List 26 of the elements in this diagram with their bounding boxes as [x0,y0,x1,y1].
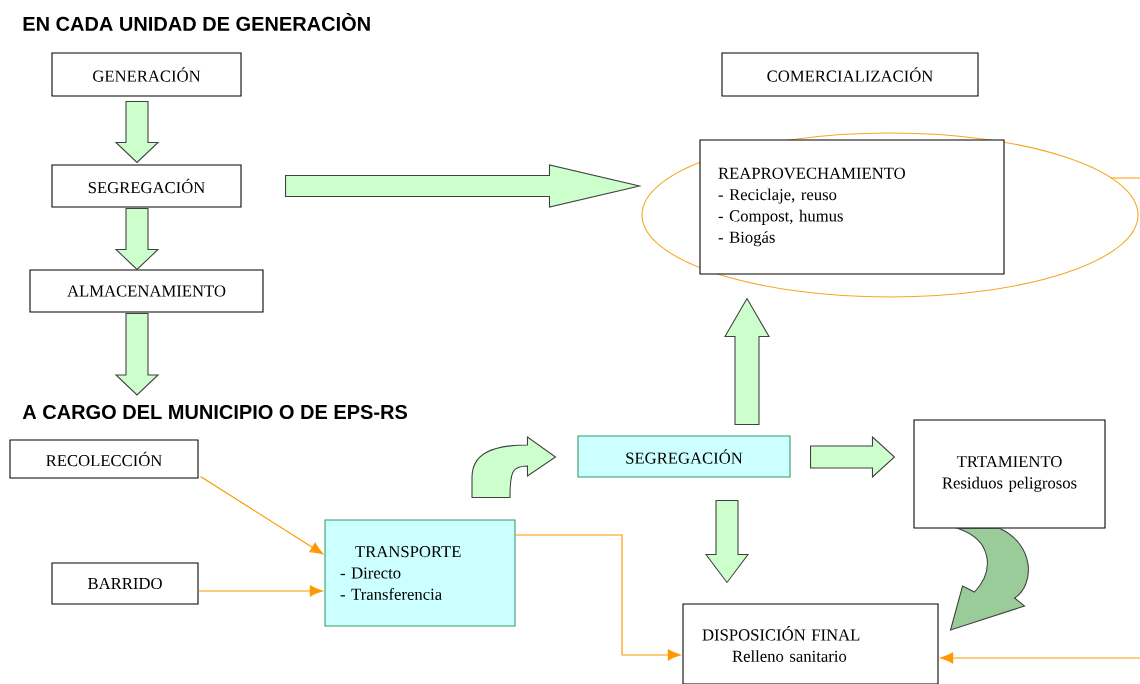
curved-block-arrow [471,436,556,498]
connector-line [940,652,1140,664]
process-box: RECOLECCIÓN [9,439,199,479]
connector-line [1110,177,1140,179]
process-box: COMERCIALIZACIÓN [721,52,979,97]
process-box: TRANSPORTE - Directo - Transferencia [324,519,516,627]
process-box: SEGREGACIÓN [577,435,791,478]
title: EN CADA UNIDAD DE GENERACIÒN [23,13,370,31]
block-arrow [285,164,642,208]
connector-line [199,475,324,555]
block-arrow [810,435,896,479]
block-arrow [114,208,160,271]
process-box: SEGREGACIÓN [51,164,242,208]
curved-block-arrow [950,528,1029,631]
block-arrow [724,297,770,425]
process-box: ALMACENAMIENTO [29,269,264,313]
connector-line [197,585,323,597]
process-box: GENERACIÓN [51,52,242,97]
block-arrow [114,101,160,164]
process-box: TRTAMIENTO Residuos peligrosos [913,419,1106,529]
process-box: DISPOSICIÓN FINAL Relleno sanitario [682,603,939,684]
block-arrow [114,313,160,396]
section-heading: A CARGO DEL MUNICIPIO O DE EPS-RS [22,404,408,420]
connector-line [514,534,681,661]
block-arrow [704,500,750,584]
process-box: BARRIDO [51,562,199,605]
